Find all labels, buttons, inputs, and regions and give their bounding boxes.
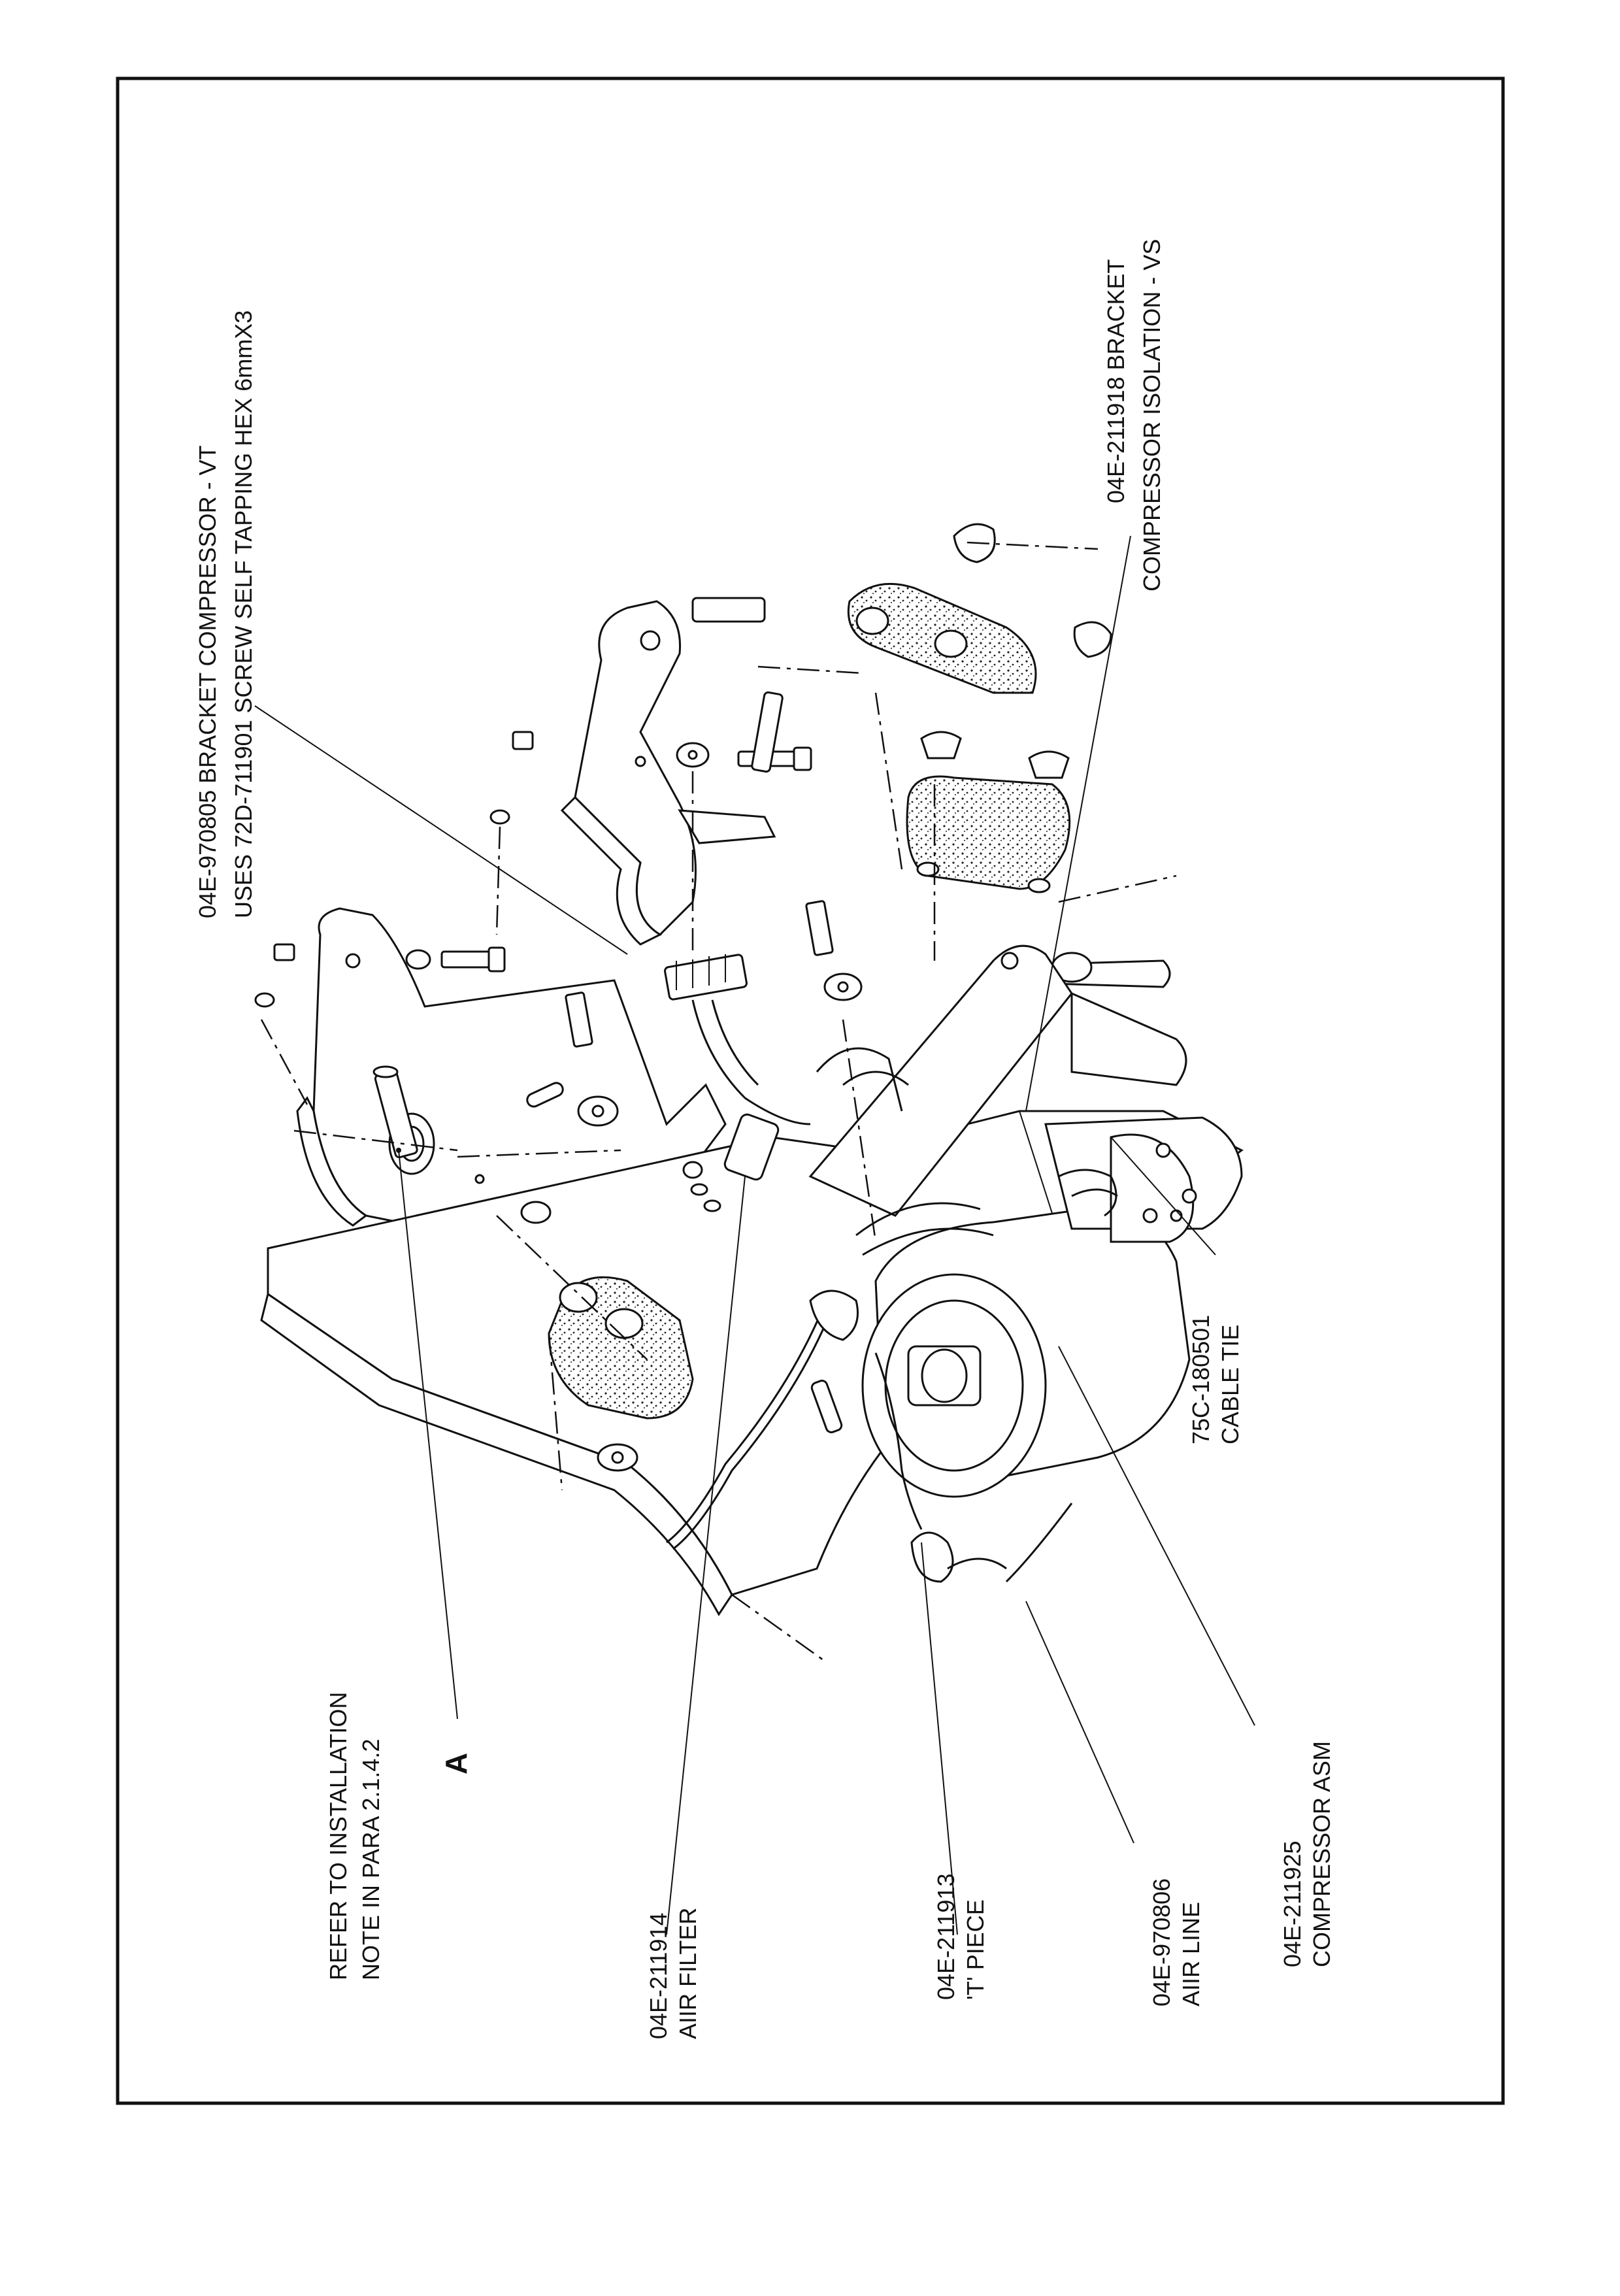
label-air-line-part: 04E-970806: [1150, 1878, 1174, 2006]
bracket-gusset-upper: [562, 601, 774, 944]
label-air-line-desc: AIIR LINE: [1180, 1902, 1203, 2006]
label-bracket-compressor-vt: 04E-970805 BRACKET COMPRESSOR - VT: [196, 445, 220, 918]
label-install-note-2: NOTE IN PARA 2.1.4.2: [359, 1739, 383, 1980]
label-compressor-part: 04E-211925: [1281, 1841, 1304, 1968]
label-t-piece-part: 04E-211913: [934, 1874, 958, 2001]
callout-letter-a: A: [441, 1753, 471, 1774]
label-screw-note: USES 72D-711901 SCREW SELF TAPPING HEX 6…: [232, 310, 256, 918]
label-air-filter-part: 04E-211914: [647, 1913, 670, 2040]
label-compressor-desc: COMPRESSOR ASM: [1310, 1741, 1334, 1967]
label-bracket-isolation-desc: COMPRESSOR ISOLATION - VS: [1140, 239, 1164, 591]
callout-marker-a: [396, 1148, 401, 1153]
label-t-piece-desc: 'T' PIECE: [964, 1899, 987, 2000]
label-cable-tie-part: 75C-180501: [1189, 1315, 1213, 1444]
label-bracket-isolation-part: 04E-211918 BRACKET: [1104, 259, 1128, 503]
label-cable-tie-desc: CABLE TIE: [1219, 1325, 1242, 1444]
label-air-filter-desc: AIIR FILTER: [676, 1908, 700, 2039]
label-install-note-1: REFER TO INSTALLATION: [327, 1692, 350, 1980]
